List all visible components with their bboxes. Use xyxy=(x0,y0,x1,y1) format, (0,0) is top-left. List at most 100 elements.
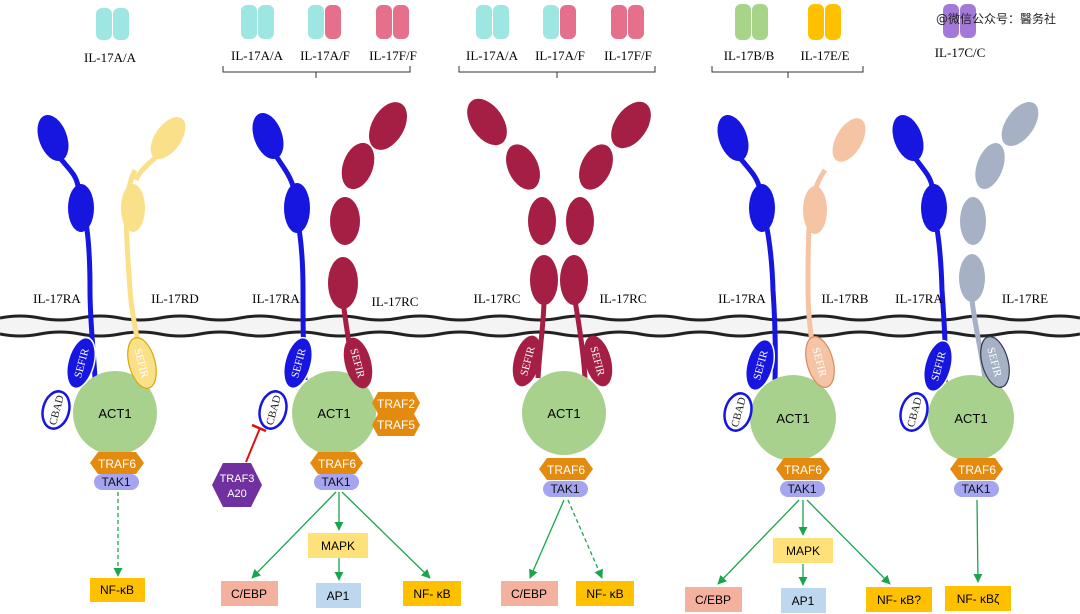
arrow-p3-nfkb xyxy=(567,499,603,579)
traf6-label: TRAF6 xyxy=(958,463,996,477)
act1-label: ACT1 xyxy=(317,406,350,421)
act1-label: ACT1 xyxy=(776,411,809,426)
sefir-ra-p5: SEFIR xyxy=(923,339,953,393)
receptor-il17ra-p1 xyxy=(37,114,98,379)
tak1-label: TAK1 xyxy=(550,482,579,496)
act1-p2: ACT1 xyxy=(292,371,376,455)
act1-label: ACT1 xyxy=(547,406,580,421)
watermark: @微信公众号：醫务社 xyxy=(936,12,1057,26)
ligand-il17f-f-p2 xyxy=(376,5,409,39)
cbad-p2: CBAD xyxy=(258,390,288,430)
output-nfkb-p3: NF- κB xyxy=(576,581,634,606)
ligand-brackets xyxy=(222,66,864,78)
sefir-rb-p4: SEFIR xyxy=(805,336,835,388)
output-label: NF- κB? xyxy=(877,593,921,607)
sefir-ra-p2: SEFIR xyxy=(283,336,313,390)
receptor-label-p4-ra: IL-17RA xyxy=(718,291,766,306)
arrow-p2-cebp xyxy=(251,491,337,579)
ligand-il17e-e xyxy=(808,4,841,40)
output-label: NF- κB xyxy=(586,587,623,601)
output-label: NF- κB xyxy=(413,587,450,601)
act1-p5: ACT1 xyxy=(928,375,1014,461)
receptor-il17rc-p3-left xyxy=(467,98,558,379)
cbad-p4: CBAD xyxy=(723,392,753,432)
receptor-label-p2-ra: IL-17RA xyxy=(252,291,300,306)
output-label: C/EBP xyxy=(231,587,267,601)
arrow-p4-nfkb xyxy=(806,499,891,585)
traf6-p3: TRAF6 xyxy=(539,458,593,480)
traf3-a20-p2: TRAF3 A20 xyxy=(212,463,262,507)
receptor-label-p5-re: IL-17RE xyxy=(1002,291,1048,306)
output-ap1-p2: AP1 xyxy=(316,583,361,608)
tak1-p4: TAK1 xyxy=(780,481,825,497)
arrow-p2-nfkb xyxy=(341,491,431,579)
receptor-il17ra-p4 xyxy=(717,114,778,381)
traf5-label: TRAF5 xyxy=(377,418,415,432)
tak1-label: TAK1 xyxy=(787,482,816,496)
traf5-p2: TRAF5 xyxy=(372,414,420,436)
receptor-label-p4-rb: IL-17RB xyxy=(822,291,869,306)
tak1-label: TAK1 xyxy=(101,475,130,489)
ligand-il17f-f-p3 xyxy=(611,5,644,39)
receptor-il17rd-p1 xyxy=(121,116,186,379)
output-label: NF- κBζ xyxy=(957,592,1000,606)
sefir-re-p5: SEFIR xyxy=(980,336,1010,388)
output-cebp-p4: C/EBP xyxy=(685,587,742,612)
ligand-label-p3-1: IL-17A/A xyxy=(466,48,519,63)
output-label: C/EBP xyxy=(695,593,731,607)
sefir-ra-p4: SEFIR xyxy=(745,338,775,392)
ligand-label-p4-1: IL-17B/B xyxy=(724,48,775,63)
traf2-label: TRAF2 xyxy=(377,397,415,411)
output-nfkbz-p5: NF- κBζ xyxy=(945,586,1011,611)
traf6-p1: TRAF6 xyxy=(90,452,144,474)
traf2-p2: TRAF2 xyxy=(372,392,420,414)
receptor-il17rc-p3-right xyxy=(560,101,651,379)
output-nfkb-p2: NF- κB xyxy=(403,581,461,606)
traf6-p5: TRAF6 xyxy=(950,458,1003,480)
output-label: NF-κB xyxy=(100,583,134,597)
traf6-label: TRAF6 xyxy=(784,463,822,477)
ligand-label-p2-3: IL-17F/F xyxy=(369,48,417,63)
act1-label: ACT1 xyxy=(954,411,987,426)
receptor-label-p1-rd: IL-17RD xyxy=(151,291,199,306)
traf6-label: TRAF6 xyxy=(547,463,585,477)
output-label: C/EBP xyxy=(511,587,547,601)
receptor-il17ra-p5 xyxy=(892,114,948,383)
receptor-label-p3-rc2: IL-17RC xyxy=(600,291,647,306)
arrow-p4-cebp xyxy=(717,499,800,585)
sefir-ra-p1: SEFIR xyxy=(66,336,96,390)
ligand-label-p5: IL-17C/C xyxy=(935,45,986,60)
ligand-il17a-a-p1 xyxy=(96,8,129,40)
cbad-p1: CBAD xyxy=(41,390,71,430)
tak1-p2: TAK1 xyxy=(314,474,359,490)
tak1-label: TAK1 xyxy=(321,475,350,489)
cbad-p5: CBAD xyxy=(899,392,929,432)
output-label: MAPK xyxy=(786,544,820,558)
ligand-label-p2-1: IL-17A/A xyxy=(231,48,284,63)
traf6-label: TRAF6 xyxy=(98,457,136,471)
act1-label: ACT1 xyxy=(98,406,131,421)
sefir-rc-p2: SEFIR xyxy=(343,337,373,389)
output-cebp-p3: C/EBP xyxy=(501,581,558,606)
act1-p4: ACT1 xyxy=(750,375,836,461)
receptor-label-p2-rc: IL-17RC xyxy=(372,294,419,309)
output-label: AP1 xyxy=(327,589,350,603)
ligand-label-p2-2: IL-17A/F xyxy=(300,48,350,63)
sefir-rc-p3-left: SEFIR xyxy=(512,335,542,387)
tak1-p3: TAK1 xyxy=(543,481,588,497)
traf6-p2: TRAF6 xyxy=(310,452,363,474)
tak1-p5: TAK1 xyxy=(954,481,999,497)
a20-label: A20 xyxy=(227,488,247,500)
output-mapk-p4: MAPK xyxy=(773,538,833,563)
receptor-il17rc-p2 xyxy=(328,102,407,381)
ligand-il17b-b xyxy=(735,4,768,40)
ligand-label-p3-2: IL-17A/F xyxy=(535,48,585,63)
receptor-label-p1-ra: IL-17RA xyxy=(33,291,81,306)
ligand-il17a-a-p2 xyxy=(241,5,274,39)
traf6-p4: TRAF6 xyxy=(776,458,830,480)
sefir-rc-p3-right: SEFIR xyxy=(583,335,613,387)
tak1-label: TAK1 xyxy=(961,482,990,496)
output-mapk-p2: MAPK xyxy=(308,533,368,558)
arrow-p5-nfkb xyxy=(973,499,983,583)
